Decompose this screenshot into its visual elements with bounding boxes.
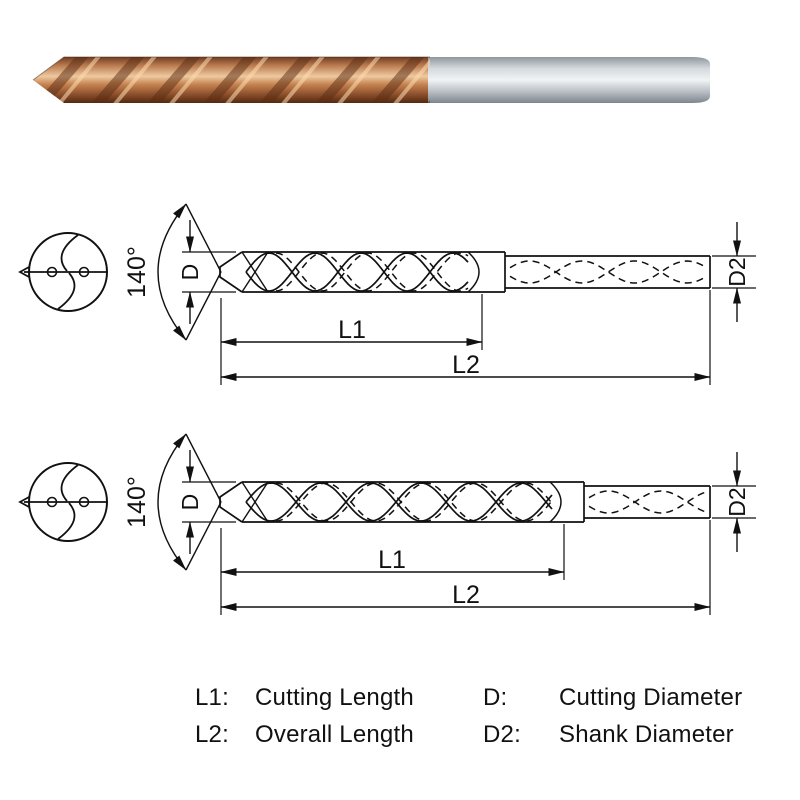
legend-abbr-d2: D2: <box>483 721 521 748</box>
legend-abbr-l1: L1: <box>195 684 229 711</box>
legend-label-cutting-length: Cutting Length <box>255 684 414 711</box>
point-angle-label-1: 140° <box>123 246 151 298</box>
cutting-diameter-label-1: D <box>177 264 203 281</box>
overall-length-label-2: L2 <box>452 581 480 609</box>
dimension-legend: L1: Cutting Length D: Cutting Diameter L… <box>195 684 742 749</box>
technical-drawing-short-flute <box>18 203 756 385</box>
legend-label-overall-length: Overall Length <box>255 721 414 748</box>
flute-top-edge <box>32 56 430 81</box>
flute-spiral-streaks <box>33 57 430 103</box>
drill-product-photo <box>32 56 710 103</box>
shank-diameter-label-1: D2 <box>724 257 750 286</box>
overall-length-label-1: L2 <box>452 351 480 379</box>
legend-label-shank-diameter: Shank Diameter <box>559 721 734 748</box>
cutting-length-label-2: L1 <box>378 546 406 574</box>
legend-abbr-l2: L2: <box>195 721 229 748</box>
cutting-diameter-label-2: D <box>177 494 203 511</box>
drill-shank-photo <box>428 57 710 103</box>
shank-diameter-label-2: D2 <box>724 487 750 516</box>
legend-abbr-d: D: <box>483 684 508 711</box>
cutting-length-label-1: L1 <box>338 316 366 344</box>
point-angle-label-2: 140° <box>123 476 151 528</box>
legend-label-cutting-diameter: Cutting Diameter <box>559 684 743 711</box>
technical-drawing-long-flute <box>18 433 756 615</box>
